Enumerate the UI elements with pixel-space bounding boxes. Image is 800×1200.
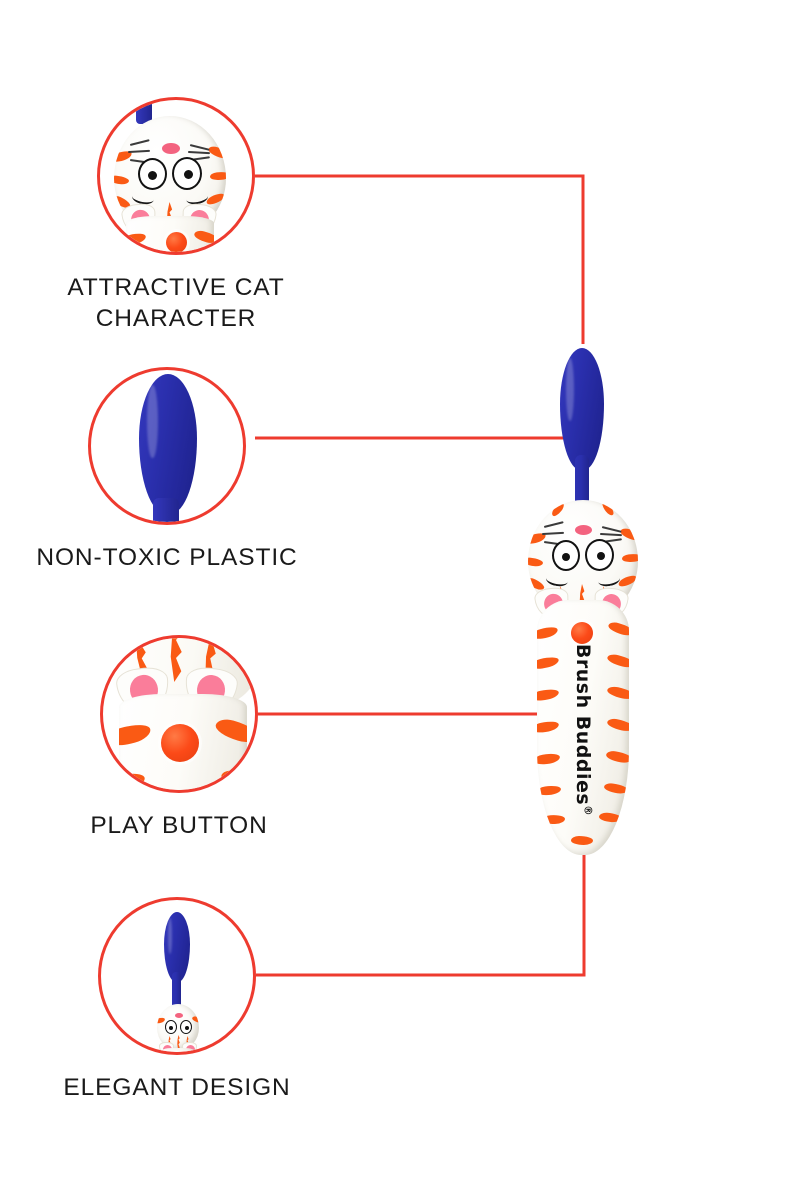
zoom1-play-button [166,232,187,252]
cat-mouth-right [597,572,621,588]
callout-play-button[interactable]: PLAY BUTTON [90,635,267,839]
stripe-body-l-7 [542,814,566,825]
zoom4-claw-2 [177,1035,180,1050]
brand-registered-mark: ® [581,805,594,817]
zoom4-stripe-r [191,1015,199,1024]
zoom1-whisker-r1 [189,144,210,151]
zoom3-play-button [161,724,199,762]
zoom1-stripe-l2 [114,174,130,186]
stripe-body-r-1 [607,620,629,638]
callout-attractive-cat-character[interactable]: ATTRACTIVE CAT CHARACTER [67,97,284,332]
zoom1-pupil-right [184,170,193,179]
whisker-right-1 [601,526,622,533]
zoom4-pupil-right [185,1026,189,1030]
stripe-body-l-6 [537,784,562,797]
zoom4-eye-left [165,1020,177,1034]
zoom4-eye-right [180,1020,192,1034]
zoom4-brush-head [164,912,190,982]
zoom4-pupil-left [169,1026,173,1030]
zoom2-brush-head [139,374,197,514]
cat-mouth-left [545,572,569,588]
cat-pupil-left [562,553,570,561]
cat-nose [575,525,592,535]
stripe-body-l-2 [537,654,560,672]
zoom1-eye-left [138,158,167,190]
stripe-head-right-3 [617,573,638,589]
stripe-head-top-left [550,501,566,518]
stripe-body-l-4 [537,719,560,735]
zoom1-stripe-r3 [205,191,226,207]
brand-name: Brush Buddies [572,643,594,806]
stripe-body-r-6 [603,782,629,795]
callout-ring-4 [98,897,256,1055]
zoom1-body-stripe-l [126,231,147,247]
zoom4-handle-body [160,1048,196,1052]
zoom1-eye-right [172,157,202,190]
stripe-body-r-2 [606,652,629,670]
zoom4-stripe-l [157,1016,166,1025]
zoom1-pupil-left [148,171,157,180]
cat-eye-right [585,539,614,571]
zoom1-whisker-l2 [127,149,151,153]
stripe-head-top-right [600,500,616,517]
callout-clip-1 [100,100,252,252]
stripe-body-r-5 [605,749,629,765]
zoom4-brush-neck [172,972,181,1020]
whisker-right-2 [599,533,623,536]
callout-label-attractive-cat-character: ATTRACTIVE CAT CHARACTER [67,274,285,333]
whisker-left-2 [541,531,565,535]
callout-elegant-design[interactable]: ELEGANT DESIGN [63,897,290,1101]
zoom1-body-stripe-r [193,229,214,245]
zoom2-brush-neck [153,498,179,522]
cat-eye-left [552,540,580,571]
stripe-body-r-7 [598,812,622,823]
zoom3-stripe-left-2 [119,770,147,790]
play-button-main[interactable] [571,622,593,644]
zoom3-stripe-left [119,720,153,750]
zoom3-claw-2 [170,638,182,682]
zoom1-nose [162,143,180,154]
zoom4-nose [175,1013,183,1018]
whisker-left-1 [543,521,564,528]
zoom3-stripe-right [213,716,247,746]
callout-label-non-toxic-plastic: NON-TOXIC PLASTIC [36,544,298,571]
zoom1-whisker-r2 [187,151,211,154]
stripe-body-l-3 [537,687,560,703]
stripe-body-r-4 [606,717,629,733]
callout-ring-2 [88,367,246,525]
callout-ring-3 [100,635,258,793]
callout-clip-4 [101,900,253,1052]
stripe-body-r-3 [606,685,629,701]
zoom3-stripe-right-2 [219,768,247,790]
stripe-head-left-2 [528,556,544,568]
callout-non-toxic-plastic[interactable]: NON-TOXIC PLASTIC [36,367,297,571]
stripe-body-l-1 [537,624,559,642]
stripe-head-right-2 [621,552,638,564]
callout-label-play-button: PLAY BUTTON [90,812,268,839]
stripe-body-bottom [571,836,593,845]
stripe-body-l-5 [537,751,561,767]
zoom1-brush-neck [136,100,152,124]
cat-pupil-right [597,552,605,560]
zoom1-stripe-r2 [209,170,226,182]
callout-ring-1 [97,97,255,255]
brush-head-bristle-pad [560,348,604,470]
zoom1-whisker-l1 [129,139,150,146]
callout-clip-3 [103,638,255,790]
callout-clip-2 [91,370,243,522]
callout-label-elegant-design: ELEGANT DESIGN [63,1074,291,1101]
brand-logo-text: Brush Buddies® [572,644,594,816]
